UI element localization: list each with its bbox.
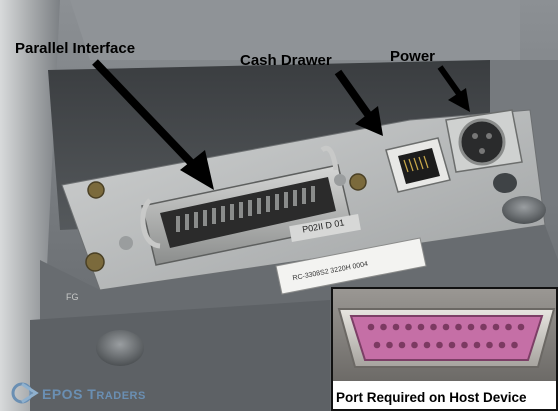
arrow-parallel [92,59,214,190]
parallel-port [85,145,367,272]
label-power: Power [390,48,436,65]
host-port-inset: Port Required on Host Device [331,287,558,411]
db25-port-image [333,289,556,409]
arrow-power [437,65,470,112]
brand-name: EPOS TRADERS [42,386,146,402]
brand-name-main: EPOS T [42,386,97,402]
power-port [445,109,523,173]
arrow-cash-drawer [334,69,383,136]
epos-traders-logo-icon [11,382,39,404]
cash-drawer-port [385,137,451,193]
label-cash-drawer: Cash Drawer [240,52,332,69]
brand-name-small: RADERS [96,390,146,402]
fg-mark: FG [66,292,79,302]
label-parallel-interface: Parallel Interface [15,40,136,57]
inset-caption: Port Required on Host Device [336,390,527,405]
